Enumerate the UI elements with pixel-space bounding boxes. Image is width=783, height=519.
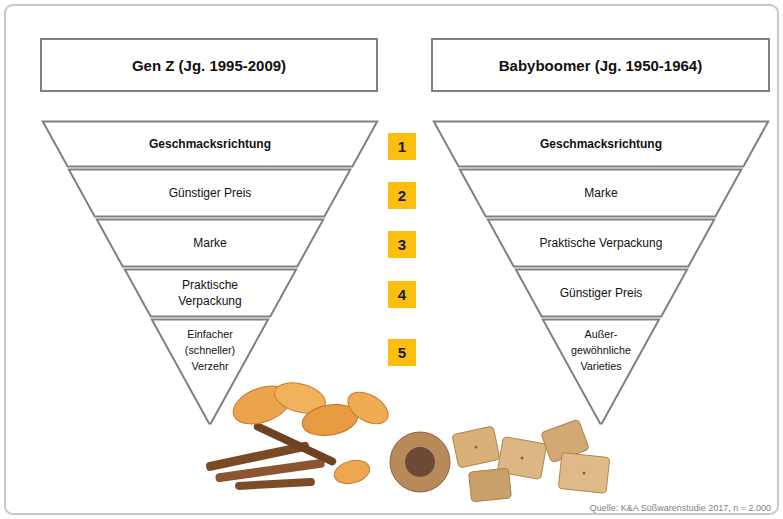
snack-illustration — [205, 378, 609, 502]
number-label: 1 — [398, 138, 406, 155]
band-label: Günstiger Preis — [546, 285, 656, 301]
rank-number: 2 — [388, 182, 416, 209]
potato-chips — [228, 378, 394, 488]
square-cracker — [469, 468, 512, 502]
pretzel-stick — [235, 478, 315, 490]
header-label: Babyboomer (Jg. 1950-1964) — [499, 57, 702, 74]
rank-number: 4 — [388, 281, 416, 308]
band-label: Marke — [526, 185, 676, 201]
band-shape — [434, 122, 768, 167]
funnel-band: Praktische Verpackung — [487, 218, 715, 268]
band-shape — [488, 220, 714, 267]
band-shape — [124, 270, 295, 317]
band-label: Geschmacksrichtung — [516, 136, 686, 152]
band-label: Günstiger Preis — [135, 185, 285, 201]
band-label: Einfacher (schneller) Verzehr — [172, 326, 247, 374]
cracker-dot — [475, 446, 478, 449]
header-box: Gen Z (Jg. 1995-2009) — [40, 38, 378, 92]
number-label: 4 — [398, 286, 406, 303]
band-shape — [43, 122, 377, 167]
band-label: Praktische Verpackung — [531, 235, 671, 251]
crackers — [390, 419, 610, 502]
funnel-band: Geschmacksrichtung — [433, 120, 769, 168]
funnel-band: Günstiger Preis — [515, 268, 688, 318]
rank-number: 3 — [388, 231, 416, 258]
band-shape — [515, 270, 686, 317]
band-text-holder: Außer- gewöhnliche Varieties — [542, 326, 660, 374]
funnel-band: Außer- gewöhnliche Varieties — [542, 318, 660, 425]
band-text-holder: Günstiger Preis — [68, 185, 351, 201]
number-label: 2 — [398, 187, 406, 204]
chip — [332, 457, 372, 488]
band-shape — [69, 170, 350, 217]
header-label: Gen Z (Jg. 1995-2009) — [132, 57, 286, 74]
band-label: Geschmacksrichtung — [125, 136, 295, 152]
band-shape — [543, 320, 659, 424]
funnel-band: Marke — [459, 168, 742, 218]
band-shape — [152, 320, 268, 424]
band-text-holder: Marke — [96, 235, 324, 251]
band-text-holder: Geschmacksrichtung — [433, 136, 769, 152]
band-label: Außer- gewöhnliche Varieties — [563, 326, 638, 374]
band-text-holder: Geschmacksrichtung — [42, 136, 378, 152]
cracker-dot — [583, 472, 586, 475]
round-cracker — [390, 432, 450, 492]
chip — [342, 386, 393, 431]
band-shape — [460, 170, 741, 217]
header-box: Babyboomer (Jg. 1950-1964) — [431, 38, 770, 92]
cracker-topping — [405, 447, 435, 477]
funnel-band: Marke — [96, 218, 324, 268]
square-cracker — [558, 453, 610, 494]
funnel-band: Geschmacksrichtung — [42, 120, 378, 168]
band-text-holder: Marke — [459, 185, 742, 201]
band-label: Praktische Verpackung — [155, 277, 265, 309]
rank-number: 5 — [388, 339, 416, 366]
band-shape — [97, 220, 323, 267]
band-text-holder: Günstiger Preis — [515, 285, 688, 301]
funnel-band: Einfacher (schneller) Verzehr — [151, 318, 269, 425]
source-caption: Quelle: K&A Süßwarenstudie 2017, n = 2.0… — [590, 503, 771, 513]
band-text-holder: Praktische Verpackung — [487, 235, 715, 251]
number-label: 5 — [398, 344, 406, 361]
cracker-dot — [521, 457, 524, 460]
band-label: Marke — [140, 235, 280, 251]
outer-frame — [5, 5, 778, 514]
band-text-holder: Einfacher (schneller) Verzehr — [151, 326, 269, 374]
number-label: 3 — [398, 236, 406, 253]
funnel-band: Günstiger Preis — [68, 168, 351, 218]
band-outline — [124, 268, 297, 318]
rank-number: 1 — [388, 133, 416, 160]
square-cracker — [452, 426, 500, 468]
funnel-band: Praktische Verpackung — [124, 268, 297, 318]
band-text-holder: Praktische Verpackung — [124, 277, 297, 309]
